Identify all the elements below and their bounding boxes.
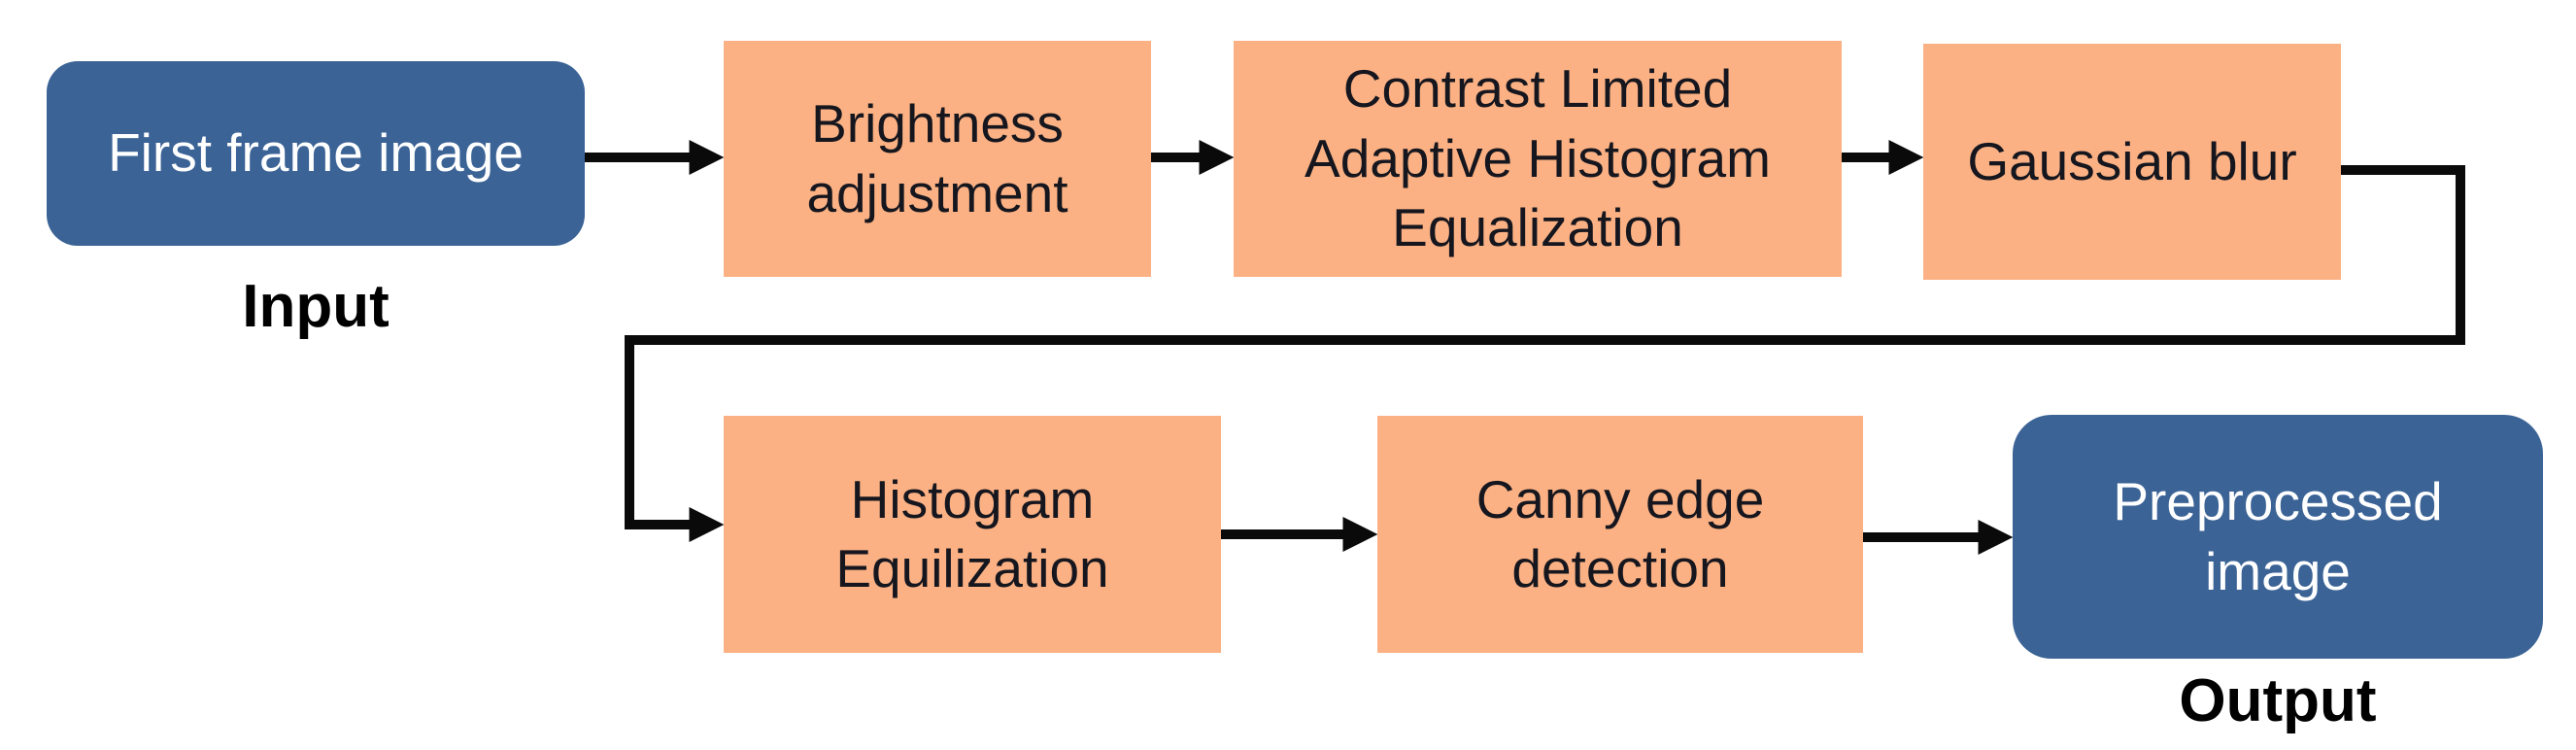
node-canny-edge-detection: Canny edge detection — [1377, 416, 1863, 653]
node-preprocessed-image: Preprocessed image — [2013, 415, 2543, 659]
node-brightness-adjustment: Brightness adjustment — [724, 41, 1151, 277]
node-clahe: Contrast Limited Adaptive Histogram Equa… — [1234, 41, 1842, 277]
node-first-frame-image: First frame image — [47, 61, 585, 246]
caption-output: Output — [2179, 667, 2377, 734]
node-gaussian-blur: Gaussian blur — [1923, 44, 2341, 280]
caption-input: Input — [242, 273, 390, 340]
node-histogram-equilization: Histogram Equilization — [724, 416, 1221, 653]
arrow-gaussian-to-histogram-elbow — [625, 165, 2465, 542]
